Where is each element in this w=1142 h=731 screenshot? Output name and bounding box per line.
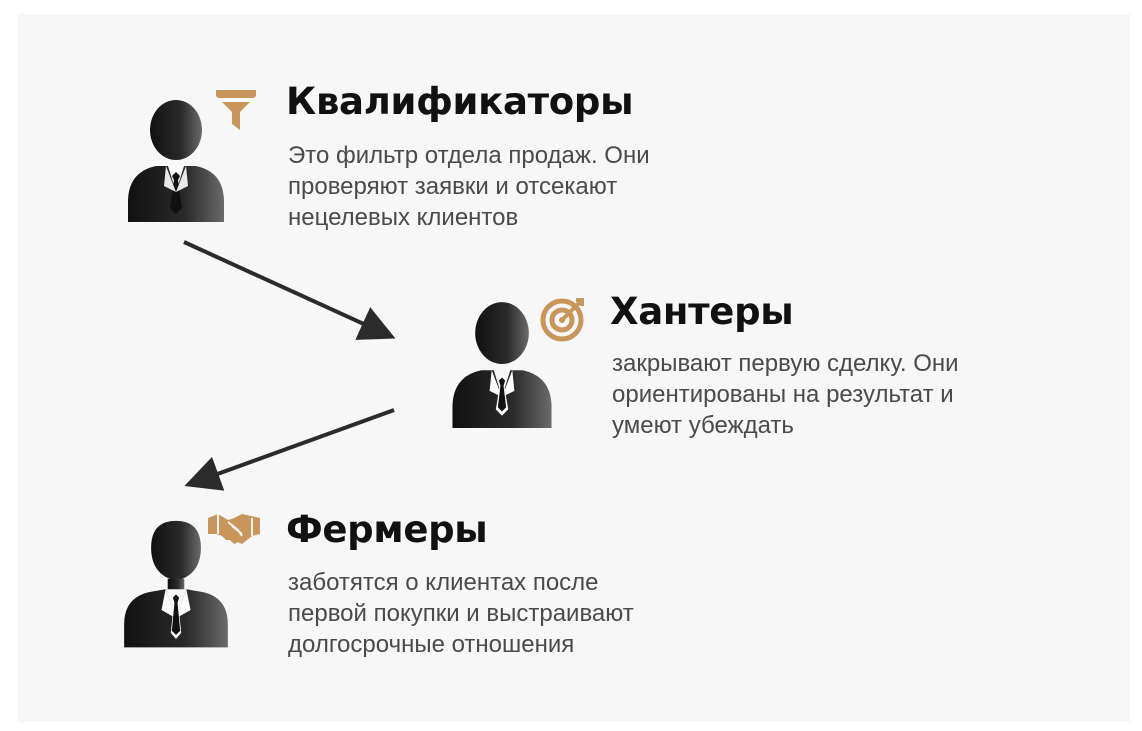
person-icon (452, 302, 552, 428)
arrow-qualifiers-to-hunters (183, 240, 396, 340)
description-line: первой покупки и выстраивают (288, 600, 634, 627)
person-icon (124, 520, 228, 648)
description-line: нецелевых клиентов (288, 204, 519, 231)
role-title: Фермеры (286, 508, 488, 551)
role-title: Хантеры (610, 290, 794, 333)
description-line: ориентированы на результат и (612, 381, 954, 408)
description-line: умеют убеждать (612, 412, 794, 439)
role-description: закрывают первую сделку. Они ориентирова… (612, 348, 959, 441)
diagram-card: Квалификаторы Это фильтр отдела продаж. … (18, 14, 1130, 722)
flow-arrows (183, 240, 396, 491)
description-line: заботятся о клиентах после (288, 569, 599, 596)
role-title: Квалификаторы (286, 80, 634, 123)
description-line: долгосрочные отношения (288, 631, 575, 658)
target-icon (540, 298, 584, 342)
role-description: Это фильтр отдела продаж. Они проверяют … (288, 140, 650, 233)
description-line: закрывают первую сделку. Они (612, 350, 959, 377)
description-line: Это фильтр отдела продаж. Они (288, 142, 650, 169)
arrow-hunters-to-farmers (184, 408, 395, 491)
person-icon (128, 100, 224, 222)
handshake-icon (208, 514, 260, 544)
funnel-icon (216, 90, 256, 130)
description-line: проверяют заявки и отсекают (288, 173, 618, 200)
role-description: заботятся о клиентах после первой покупк… (288, 567, 634, 660)
